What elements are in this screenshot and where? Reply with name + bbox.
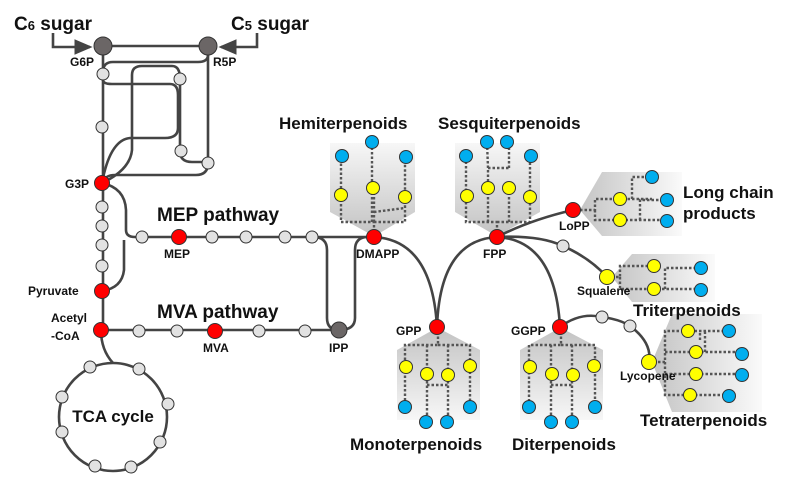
monoterpenoid-box [397,330,480,420]
ipp-node [330,321,348,339]
hemiterpenoids-title: Hemiterpenoids [279,114,407,133]
g6p-label: G6P [70,55,94,69]
lycopene-node [641,354,657,370]
diterpenoids-title: Diterpenoids [512,435,616,454]
c5-sugar-label: C5 sugar [231,14,310,35]
intermediate-nodes [55,67,637,474]
mva-node [207,323,223,339]
tetraterpenoid-box [652,314,762,412]
g3p-label: G3P [65,177,89,191]
precursor-nodes [334,181,703,402]
dmapp-label: DMAPP [356,247,399,261]
ggpp-node [552,319,568,335]
g3p-node [94,175,110,191]
lopp-node [565,202,581,218]
c5-input-arrow [218,33,259,55]
mep-label: MEP [164,247,190,261]
gpp-node [429,319,445,335]
pyruvate-node [94,283,110,299]
r5p-node [198,36,218,56]
triterpenoids-title: Triterpenoids [633,301,741,320]
dmapp-node [366,229,382,245]
tetraterpenoids-title: Tetraterpenoids [640,411,767,430]
acetyl-coa-node [93,322,109,338]
fpp-label: FPP [483,247,506,261]
diterpenoid-box [520,330,603,420]
lycopene-label: Lycopene [620,369,676,383]
ggpp-label: GGPP [511,324,546,338]
sesquiterpenoid-box [455,143,540,234]
mva-pathway-title: MVA pathway [157,302,279,323]
acetyl-label: Acetyl [51,311,87,325]
coa-label: -CoA [51,329,80,343]
long-chain-title: Long chain [683,183,774,202]
sesquiterpenoids-title: Sesquiterpenoids [438,114,581,133]
c6-sugar-label: C6 sugar [14,14,93,35]
product-nodes [335,135,749,429]
lopp-label: LoPP [559,219,590,233]
r5p-label: R5P [213,55,236,69]
tca-cycle-label: TCA cycle [72,407,154,426]
squalene-label: Squalene [577,284,631,298]
long-chain-products-title: products [683,204,756,223]
gpp-label: GPP [396,324,421,338]
mva-label: MVA [203,341,229,355]
c6-input-arrow [51,33,93,55]
ipp-label: IPP [329,341,348,355]
product-branches [339,141,742,422]
mep-node [171,229,187,245]
squalene-node [599,269,615,285]
g6p-node [93,36,113,56]
fpp-node [489,229,505,245]
mep-pathway-title: MEP pathway [157,205,280,226]
monoterpenoids-title: Monoterpenoids [350,435,482,454]
pyruvate-label: Pyruvate [28,284,79,298]
